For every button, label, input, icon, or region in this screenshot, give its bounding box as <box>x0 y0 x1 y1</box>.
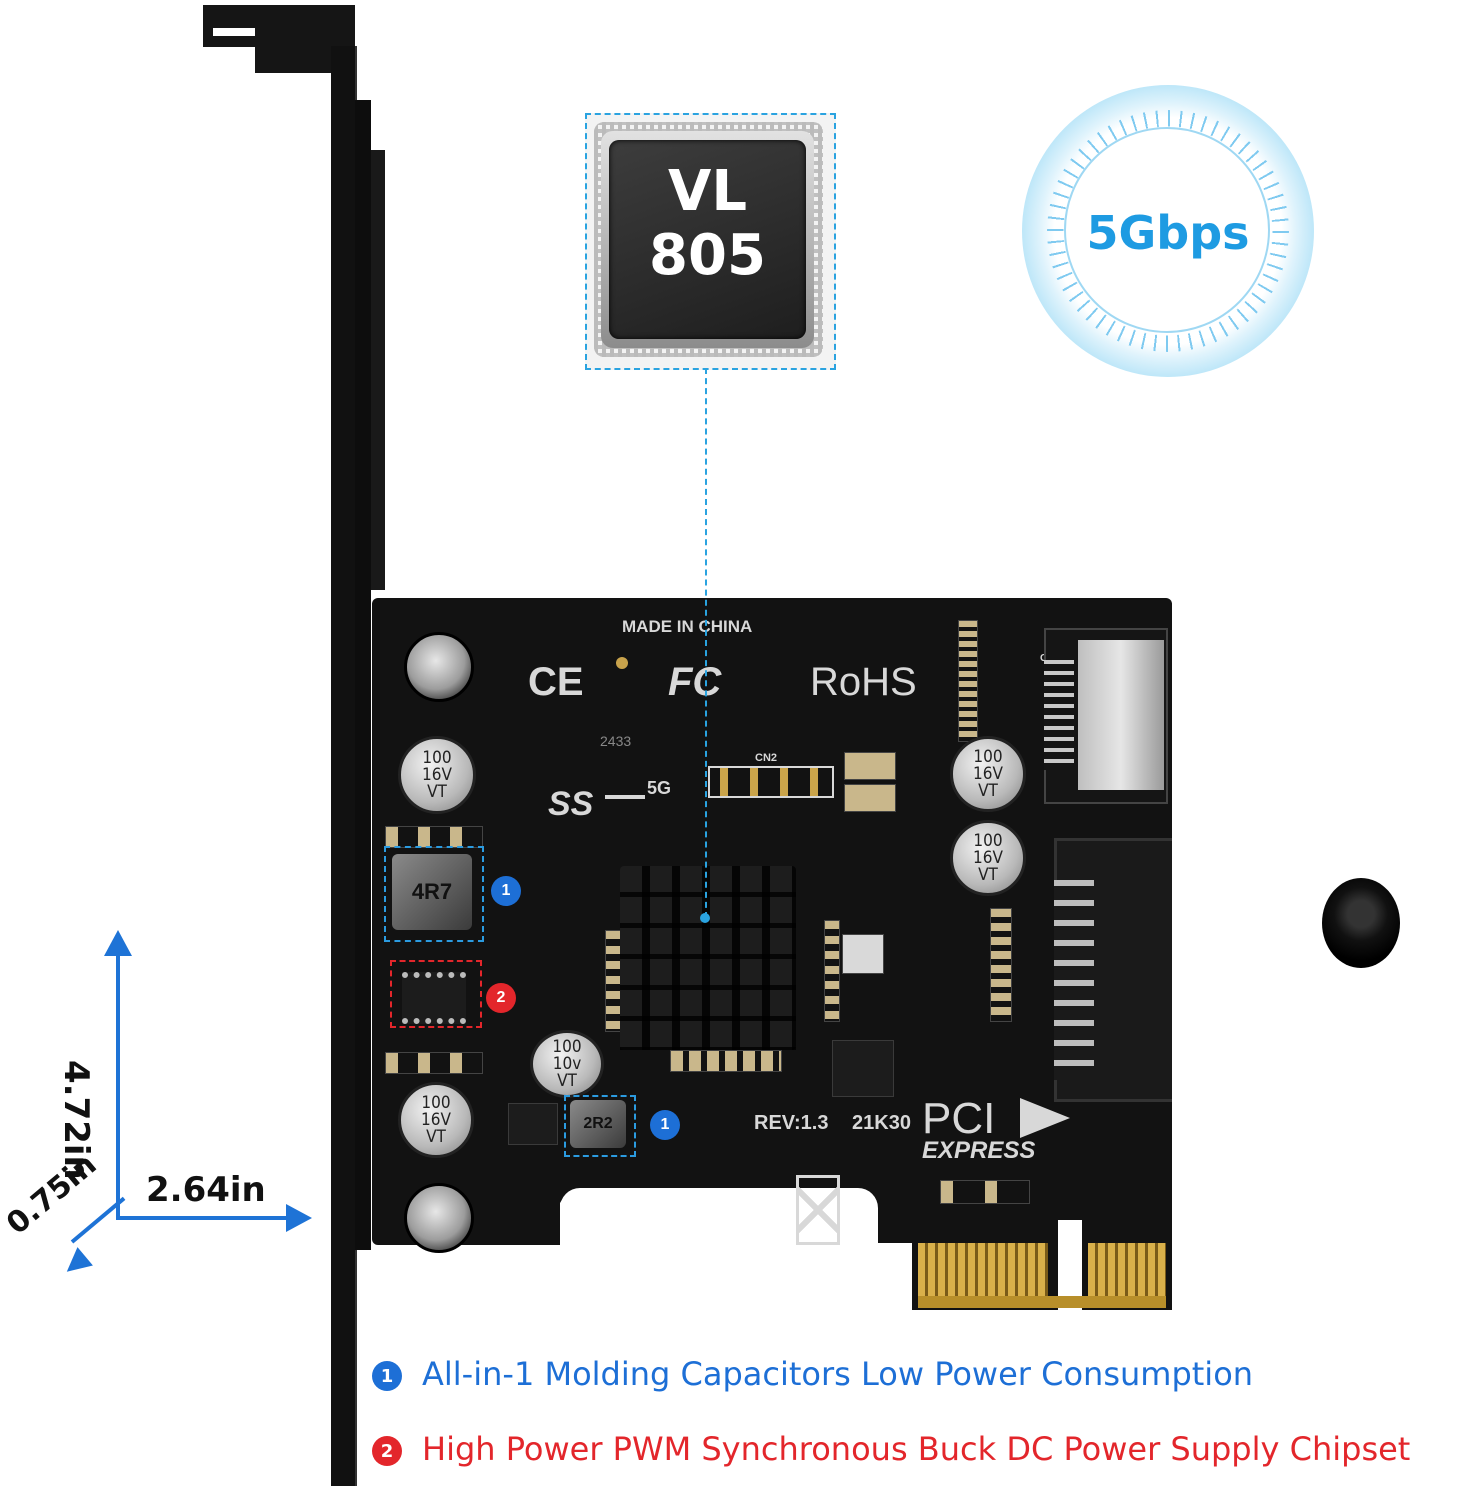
smd-row-c46 <box>385 826 483 848</box>
ic-u3 <box>508 1103 558 1145</box>
fuse-f2 <box>844 784 896 812</box>
smd-row-c45 <box>385 1052 483 1074</box>
callout-box-inductor-small <box>564 1095 636 1157</box>
callout-box-pwm-chip <box>390 960 482 1028</box>
made-in-label: MADE IN CHINA <box>622 617 753 636</box>
gold-key-gap <box>1058 1220 1082 1310</box>
callout-badge-1b: 1 <box>650 1110 680 1140</box>
pwm-chip <box>402 972 466 1024</box>
screw-top <box>404 632 474 702</box>
fuse-f1 <box>844 752 896 780</box>
pci-logo: PCI <box>922 1094 996 1143</box>
screw-bottom <box>404 1183 474 1253</box>
chip-leader-dot <box>700 913 710 923</box>
weee-bin-icon <box>796 1175 840 1245</box>
smd-col-r20 <box>958 620 978 742</box>
width-arrow-shaft <box>118 1216 288 1220</box>
width-arrow-head <box>286 1204 312 1232</box>
chip-leader-line <box>705 368 707 918</box>
cn2-label: CN2 <box>755 752 778 764</box>
legend-row-1: 1 All-in-1 Molding Capacitors Low Power C… <box>372 1355 1253 1393</box>
usb-trident-icon <box>605 795 645 799</box>
smd-row-c10 <box>670 1050 782 1072</box>
revision-label: REV:1.3 <box>754 1112 829 1134</box>
callout-badge-1a: 1 <box>491 876 521 906</box>
speed-badge-text: 5Gbps <box>1086 206 1250 260</box>
gold-contacts-left <box>918 1243 1048 1303</box>
crystal-y1 <box>842 934 884 974</box>
inductor-4r7: 4R7 <box>392 854 472 930</box>
legend-badge-2: 2 <box>372 1436 402 1466</box>
rohs-mark: RoHS <box>810 660 917 704</box>
gold-pad-strip <box>918 1296 1166 1308</box>
chip-die <box>609 140 806 339</box>
bracket-plate-edge <box>371 150 385 590</box>
express-logo: EXPRESS <box>922 1137 1036 1164</box>
legend-text-2: High Power PWM Synchronous Buck DC Power… <box>422 1430 1411 1468</box>
speed-badge-ring <box>1064 127 1270 333</box>
height-arrow-head <box>104 930 132 956</box>
legend-row-2: 2 High Power PWM Synchronous Buck DC Powe… <box>372 1430 1410 1468</box>
date-code: 2433 <box>600 733 632 749</box>
smd-col-c5 <box>605 930 621 1032</box>
heatsink-fins <box>620 866 796 1050</box>
pci-chevron-icon <box>1020 1098 1070 1138</box>
depth-arrow-head <box>59 1247 93 1281</box>
superspeed-rate: 5G <box>647 778 672 798</box>
smd-col-c30 <box>990 908 1012 1022</box>
spare-screw <box>1322 878 1400 968</box>
smd-col-r11 <box>824 920 840 1022</box>
callout-box-inductor-large <box>384 846 484 942</box>
ic-u2 <box>832 1040 894 1097</box>
smd-row-c40 <box>940 1180 1030 1204</box>
cn2-header <box>708 766 834 798</box>
superspeed-logo: SS <box>548 785 594 823</box>
bracket-plate <box>331 46 357 1486</box>
legend-text-1: All-in-1 Molding Capacitors Low Power Co… <box>422 1355 1254 1393</box>
depth-arrow-shaft <box>70 1196 126 1244</box>
inductor-2r2: 2R2 <box>570 1100 626 1148</box>
sata-power-pins <box>1054 880 1094 1080</box>
width-label: 2.64in <box>146 1170 266 1210</box>
bracket-plate-side <box>355 100 371 1250</box>
gold-contacts-right <box>1088 1243 1166 1303</box>
bracket-notch <box>213 28 255 36</box>
legend-badge-1: 1 <box>372 1361 402 1391</box>
usb-key-connector-pins <box>1044 660 1074 770</box>
ce-mark: CE <box>528 660 584 704</box>
usb-key-connector-shell <box>1078 640 1164 790</box>
status-led <box>616 657 628 669</box>
height-arrow-shaft <box>116 950 120 1220</box>
fcc-mark: FC <box>668 660 722 704</box>
callout-badge-2: 2 <box>486 983 516 1013</box>
bracket-top-tab <box>203 5 355 47</box>
batch-label: 21K30 <box>852 1112 911 1134</box>
